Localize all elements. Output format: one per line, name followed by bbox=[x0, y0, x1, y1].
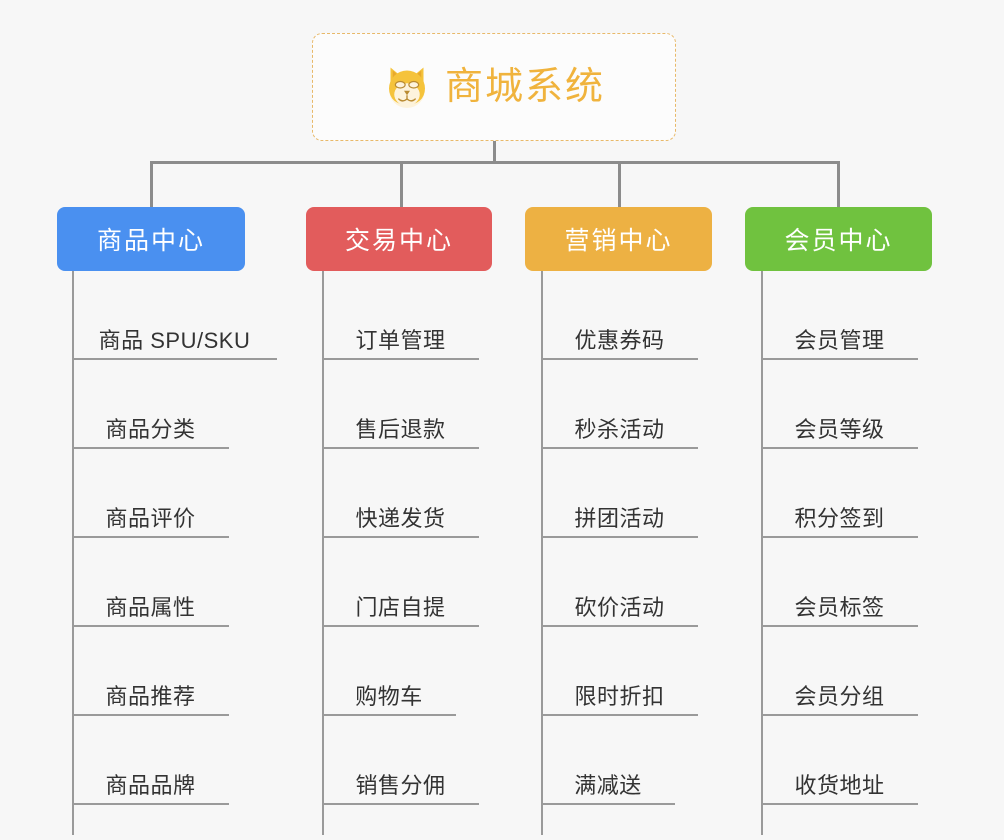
leaf-item[interactable]: 售后退款 bbox=[322, 360, 479, 449]
drop-line-marketing-center bbox=[618, 161, 621, 207]
leaf-item[interactable]: 购物车 bbox=[322, 627, 456, 716]
leaf-label: 秒杀活动 bbox=[574, 416, 665, 442]
leaf-item[interactable]: 拼团活动 bbox=[541, 449, 698, 538]
leaf-item[interactable]: 收货地址 bbox=[761, 716, 918, 805]
leaf-item[interactable]: 限时折扣 bbox=[541, 627, 698, 716]
category-label: 商品中心 bbox=[96, 227, 205, 255]
leaf-item[interactable]: 会员管理 bbox=[761, 271, 918, 360]
leaf-label: 会员管理 bbox=[794, 327, 885, 353]
leaf-item[interactable]: 优惠券码 bbox=[541, 271, 698, 360]
category-header-product-center[interactable]: 商品中心 bbox=[57, 207, 245, 271]
leaf-item[interactable]: 门店自提 bbox=[322, 538, 479, 627]
root-stem-line bbox=[493, 141, 496, 163]
leaf-label: 购物车 bbox=[355, 683, 423, 709]
category-header-marketing-center[interactable]: 营销中心 bbox=[525, 207, 712, 271]
leaf-label: 满减送 bbox=[574, 772, 642, 798]
leaf-label: 门店自提 bbox=[355, 594, 446, 620]
drop-line-product-center bbox=[150, 161, 153, 207]
category-label: 营销中心 bbox=[564, 227, 673, 255]
category-header-trade-center[interactable]: 交易中心 bbox=[306, 207, 492, 271]
shiba-inu-dog-face-icon bbox=[388, 67, 425, 108]
category-header-member-center[interactable]: 会员中心 bbox=[745, 207, 932, 271]
leaf-item[interactable]: 商品品牌 bbox=[72, 716, 229, 805]
root-node[interactable]: 商城系统 bbox=[312, 33, 676, 141]
leaf-label: 订单管理 bbox=[355, 327, 446, 353]
leaf-label: 商品分类 bbox=[105, 416, 196, 442]
leaf-label: 商品品牌 bbox=[105, 772, 196, 798]
leaf-item[interactable]: 商品分类 bbox=[72, 360, 229, 449]
leaf-item[interactable]: 商品 SPU/SKU bbox=[72, 271, 277, 360]
leaf-label: 销售分佣 bbox=[355, 772, 446, 798]
leaf-label: 优惠券码 bbox=[574, 327, 665, 353]
branch-trunk-line bbox=[72, 271, 74, 835]
leaf-item[interactable]: 订单管理 bbox=[322, 271, 479, 360]
branch-trunk-line bbox=[761, 271, 763, 835]
branch-trunk-line bbox=[322, 271, 324, 835]
leaf-label: 会员标签 bbox=[794, 594, 885, 620]
leaf-item[interactable]: 秒杀活动 bbox=[541, 360, 698, 449]
leaf-label: 会员等级 bbox=[794, 416, 885, 442]
category-label: 会员中心 bbox=[784, 227, 893, 255]
leaf-item[interactable]: 砍价活动 bbox=[541, 538, 698, 627]
leaf-label: 拼团活动 bbox=[574, 505, 665, 531]
leaf-item[interactable]: 商品评价 bbox=[72, 449, 229, 538]
leaf-item[interactable]: 会员标签 bbox=[761, 538, 918, 627]
leaf-item[interactable]: 商品推荐 bbox=[72, 627, 229, 716]
leaf-label: 商品评价 bbox=[105, 505, 196, 531]
leaf-item[interactable]: 销售分佣 bbox=[322, 716, 479, 805]
leaf-item[interactable]: 积分签到 bbox=[761, 449, 918, 538]
category-label: 交易中心 bbox=[344, 227, 453, 255]
leaf-item[interactable]: 会员等级 bbox=[761, 360, 918, 449]
leaf-label: 限时折扣 bbox=[574, 683, 665, 709]
leaf-label: 会员分组 bbox=[794, 683, 885, 709]
leaf-item[interactable]: 快递发货 bbox=[322, 449, 479, 538]
leaf-label: 快递发货 bbox=[355, 505, 446, 531]
leaf-item[interactable]: 满减送 bbox=[541, 716, 675, 805]
leaf-label: 商品推荐 bbox=[105, 683, 196, 709]
leaf-label: 收货地址 bbox=[794, 772, 885, 798]
root-title: 商城系统 bbox=[444, 66, 605, 108]
drop-line-member-center bbox=[837, 161, 840, 207]
leaf-label: 积分签到 bbox=[794, 505, 885, 531]
leaf-label: 砍价活动 bbox=[574, 594, 665, 620]
leaf-label: 售后退款 bbox=[355, 416, 446, 442]
leaf-label: 商品 SPU/SKU bbox=[98, 327, 251, 353]
branch-trunk-line bbox=[541, 271, 543, 835]
leaf-label: 商品属性 bbox=[105, 594, 196, 620]
drop-line-trade-center bbox=[400, 161, 403, 207]
leaf-item[interactable]: 会员分组 bbox=[761, 627, 918, 716]
horizontal-bus-line bbox=[150, 161, 840, 164]
leaf-item[interactable]: 商品属性 bbox=[72, 538, 229, 627]
